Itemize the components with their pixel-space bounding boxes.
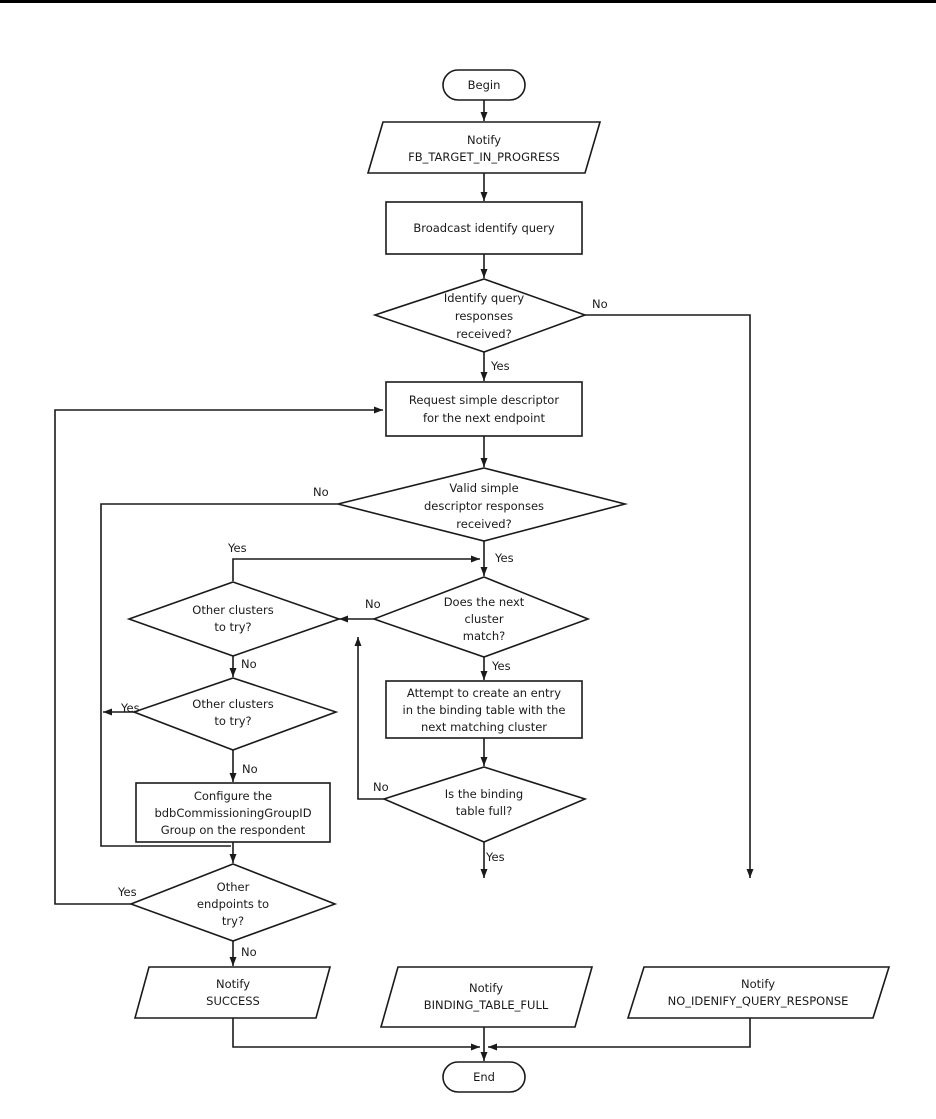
end-terminator: End	[442, 1061, 526, 1093]
begin-label: Begin	[468, 78, 501, 92]
notify-table-full-node: Notify BINDING_TABLE_FULL	[379, 966, 594, 1028]
edge-clusters1-yes-loop	[232, 555, 480, 581]
attempt-entry-process: Attempt to create an entry in the bindin…	[385, 680, 583, 739]
other-endpoints-decision: Other endpoints to try?	[128, 863, 338, 942]
endpoints-line2: endpoints to	[197, 897, 269, 911]
request-line2: for the next endpoint	[423, 411, 546, 425]
label-loop-yes: Yes	[227, 541, 247, 555]
label-clusters2-yes: Yes	[120, 701, 140, 715]
configure-group-process: Configure the bdbCommissioningGroupID Gr…	[135, 782, 331, 843]
label-full-yes: Yes	[485, 850, 505, 864]
notify-in-progress-node: Notify FB_TARGET_IN_PROGRESS	[366, 121, 602, 174]
label-identify-no: No	[592, 297, 608, 311]
other-clusters-decision-2: Other clusters to try?	[131, 677, 339, 751]
cluster-match-decision: Does the next cluster match?	[371, 576, 591, 658]
identify-decision: Identify query responses received?	[372, 278, 588, 353]
tablefull-line1: Notify	[469, 981, 503, 995]
notify-success-node: Notify SUCCESS	[133, 966, 332, 1019]
broadcast-label: Broadcast identify query	[413, 221, 555, 235]
valid-decision: Valid simple descriptor responses receiv…	[337, 467, 629, 542]
request-descriptor-process: Request simple descriptor for the next e…	[385, 381, 583, 437]
edge-valid-no	[100, 503, 338, 847]
begin-terminator: Begin	[442, 69, 526, 101]
notify-in-progress-line1: Notify	[467, 133, 501, 147]
edge-identify-no	[585, 314, 754, 878]
endpoints-line1: Other	[217, 880, 250, 894]
match-line2: cluster	[464, 612, 503, 626]
clusters1-line2: to try?	[214, 620, 251, 634]
label-match-yes: Yes	[491, 659, 511, 673]
success-line1: Notify	[216, 977, 250, 991]
valid-line3: received?	[456, 517, 511, 531]
endpoints-line3: try?	[222, 914, 244, 928]
match-line3: match?	[463, 629, 505, 643]
label-full-no: No	[373, 780, 389, 794]
table-full-decision: Is the binding table full?	[381, 766, 588, 843]
label-clusters2-no: No	[242, 762, 258, 776]
label-clusters1-no: No	[241, 657, 257, 671]
notify-in-progress-line2: FB_TARGET_IN_PROGRESS	[408, 150, 560, 164]
label-match-no: No	[365, 597, 381, 611]
label-valid-no: No	[313, 485, 329, 499]
configure-line3: Group on the respondent	[161, 823, 306, 837]
attempt-line3: next matching cluster	[421, 720, 547, 734]
identify-line1: Identify query	[444, 291, 524, 305]
edge-endpoints-yes-loop	[54, 406, 383, 905]
identify-line2: responses	[455, 309, 513, 323]
label-endpoints-no: No	[241, 945, 257, 959]
tablefull-line2: BINDING_TABLE_FULL	[424, 998, 549, 1012]
configure-line2: bdbCommissioningGroupID	[154, 806, 311, 820]
clusters1-line1: Other clusters	[192, 603, 273, 617]
edge-success-to-end	[232, 1018, 480, 1051]
success-line2: SUCCESS	[206, 994, 260, 1008]
other-clusters-decision-1: Other clusters to try?	[126, 581, 342, 657]
request-line1: Request simple descriptor	[409, 393, 559, 407]
edge-full-no	[354, 637, 384, 800]
clusters2-line2: to try?	[214, 714, 251, 728]
edge-nores-to-end	[488, 1018, 751, 1051]
label-valid-yes: Yes	[494, 551, 514, 565]
configure-line1: Configure the	[194, 789, 272, 803]
broadcast-process: Broadcast identify query	[385, 201, 583, 255]
identify-line3: received?	[456, 327, 511, 341]
edge-labels: No Yes No Yes Yes No Yes No Yes No No Ye…	[117, 297, 608, 959]
attempt-line1: Attempt to create an entry	[407, 686, 561, 700]
full-line2: table full?	[456, 804, 513, 818]
noresponse-line1: Notify	[741, 977, 775, 991]
notify-no-response-node: Notify NO_IDENIFY_QUERY_RESPONSE	[626, 966, 891, 1019]
noresponse-line2: NO_IDENIFY_QUERY_RESPONSE	[668, 994, 849, 1008]
clusters2-line1: Other clusters	[192, 697, 273, 711]
connectors	[54, 100, 754, 1061]
label-identify-yes: Yes	[490, 359, 510, 373]
end-label: End	[473, 1070, 495, 1084]
valid-line1: Valid simple	[449, 481, 518, 495]
full-line1: Is the binding	[445, 787, 523, 801]
match-line1: Does the next	[444, 595, 525, 609]
attempt-line2: in the binding table with the	[403, 703, 566, 717]
label-endpoints-yes: Yes	[117, 885, 137, 899]
valid-line2: descriptor responses	[424, 499, 544, 513]
top-border	[0, 0, 936, 3]
